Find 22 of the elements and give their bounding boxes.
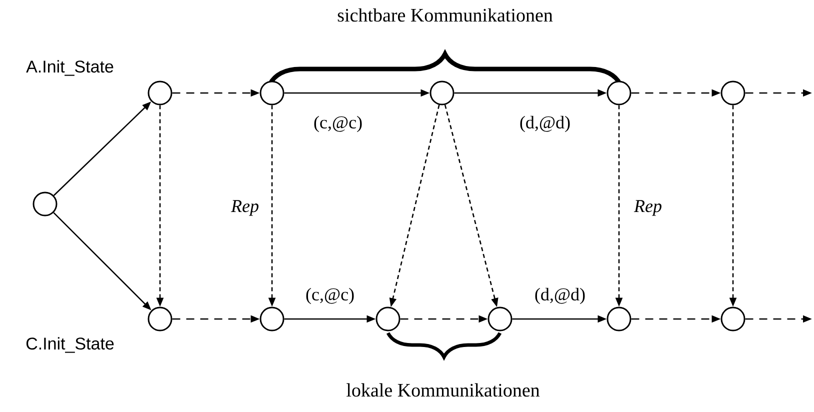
edge-label: (d,@d) xyxy=(533,286,587,306)
state-circle xyxy=(488,306,512,332)
state-circle xyxy=(148,80,172,106)
state-circle xyxy=(32,192,58,216)
state-circle xyxy=(260,80,284,106)
edge-label: (c,@c) xyxy=(304,286,356,306)
edge-label: Rep xyxy=(633,199,663,217)
state-circle xyxy=(606,306,632,332)
state-circle xyxy=(148,306,172,332)
brace-label: lokale Kommunikationen xyxy=(346,383,540,397)
edge-label: (d,@d) xyxy=(518,114,572,134)
state-circle xyxy=(720,306,746,332)
state-circle xyxy=(430,80,454,106)
edge-label: Rep xyxy=(230,199,260,217)
state-circle xyxy=(606,80,632,106)
state-label: C.Init_State xyxy=(26,337,114,353)
state-circle xyxy=(376,306,400,332)
state-label: A.Init_State xyxy=(26,60,114,76)
brace-label: sichtbare Kommunikationen xyxy=(338,8,553,22)
state-circle xyxy=(720,80,746,106)
state-circle xyxy=(260,306,284,332)
edge-label: (c,@c) xyxy=(312,114,364,134)
